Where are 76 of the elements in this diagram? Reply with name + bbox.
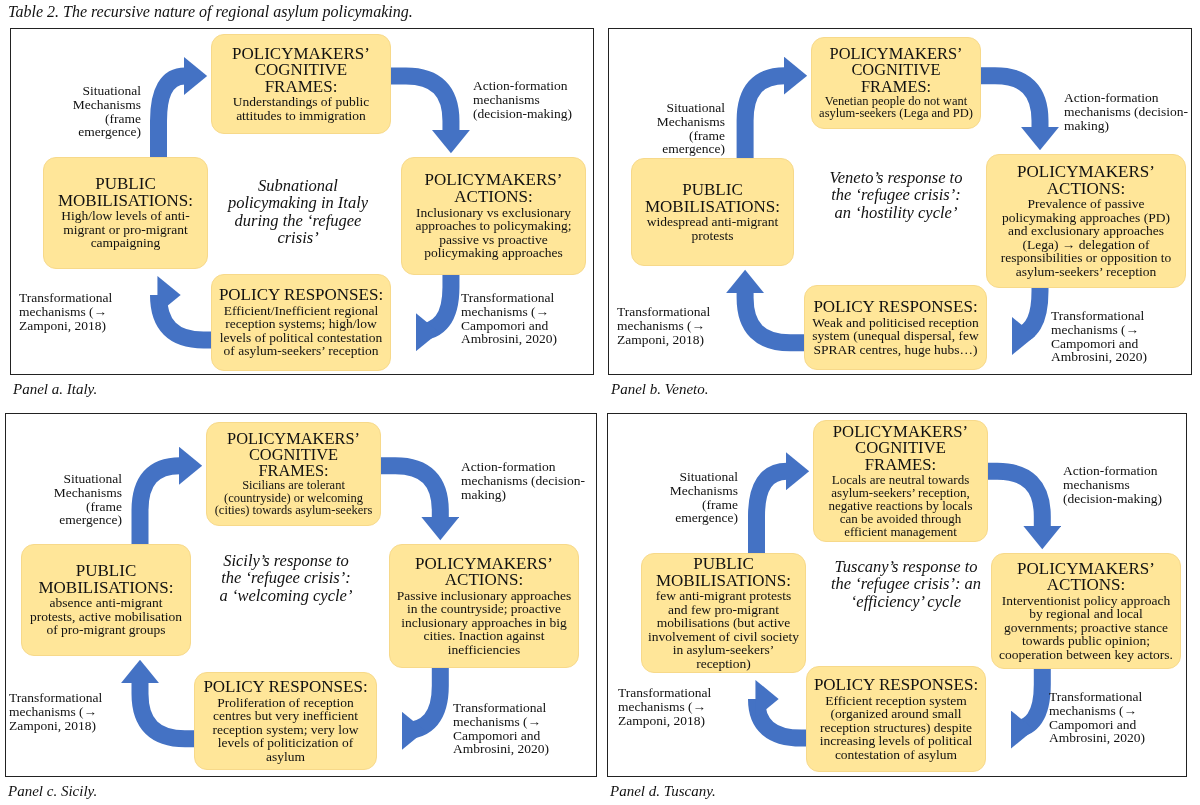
box-text: High/low levels of anti-migrant or pro-migrant campaigning [60, 209, 191, 250]
box-heading: POLICY RESPONSES: [202, 678, 369, 696]
edge-label: Transformational mechanisms (→ Campomori and Ambrosini, 2020) [1049, 690, 1146, 746]
edge-label: Action-formation mechanisms (decision-making) [461, 460, 587, 502]
edge-label: Transformational mechanisms (→ Campomori and Ambrosini, 2020) [1051, 309, 1148, 365]
box-heading: PUBLIC MOBILISATIONS: [654, 555, 793, 590]
box-text: Efficient/Inefficient regional reception systems; high/low levels of political contestation of asylum-seekers’ reception [218, 303, 384, 358]
box-heading: POLICYMAKERS’ COGNITIVE FRAMES: [828, 46, 964, 95]
edge-label: Transformational mechanisms (→ Zamponi, 2018) [617, 305, 712, 347]
cycle-label: Veneto’s response to the ‘refugee crisis’: an ‘hostility cycle’ [828, 169, 964, 221]
box-heading: POLICYMAKERS’ COGNITIVE FRAMES: [231, 45, 371, 96]
table-title: Table 2. The recursive nature of regional asylum policymaking. [8, 3, 413, 21]
box-heading: POLICYMAKERS’ ACTIONS: [414, 555, 554, 589]
box-text: Inclusionary vs exclusionary approaches to policymaking; passive vs proactive policymaking approaches [414, 205, 573, 260]
box-heading: POLICYMAKERS’ ACTIONS: [1016, 163, 1156, 198]
box-heading: PUBLIC MOBILISATIONS: [37, 563, 175, 597]
box-heading: POLICYMAKERS’ ACTIONS: [423, 172, 564, 206]
edge-label: Situational Mechanisms (frame emergence) [655, 101, 725, 157]
process-box [43, 157, 208, 269]
box-heading: PUBLIC MOBILISATIONS: [56, 176, 195, 210]
edge-label: Action-formation mechanisms (decision-making) [1064, 91, 1189, 133]
box-text: Weak and politicised reception system (unequal dispersal, few SPRAR centres, huge hubs…) [811, 315, 980, 357]
edge-label: Transformational mechanisms (→ Zamponi, 2018) [19, 291, 114, 333]
curved-arrow [150, 57, 208, 157]
box-heading: POLICYMAKERS’ COGNITIVE FRAMES: [226, 431, 361, 480]
box-heading: POLICYMAKERS’ COGNITIVE FRAMES: [831, 423, 970, 474]
edge-label: Transformational mechanisms (→ Campomori and Ambrosini, 2020) [461, 291, 558, 347]
process-box [991, 553, 1181, 669]
process-box [804, 285, 987, 370]
box-text: widespread anti-migrant protests [645, 215, 780, 243]
cycle-label: Sicily’s response to the ‘refugee crisis’: a ‘welcoming cycle’ [218, 552, 354, 604]
box-heading: POLICY RESPONSES: [812, 298, 979, 316]
edge-label: Situational Mechanisms (frame emergence) [668, 470, 738, 526]
panel-caption: Panel d. Tuscany. [610, 783, 716, 800]
box-text: few anti-migrant protests and few pro-migrant mobilisations (but active involvement of civil society in asylum-seekers’ reception) [647, 589, 800, 671]
process-box [21, 544, 191, 656]
edge-label: Action-formation mechanisms (decision-making) [1063, 464, 1163, 506]
box-text: Efficient reception system (organized around small reception structures) despite increasing levels of political contestation of asylum [818, 693, 974, 762]
curved-arrow [736, 56, 808, 158]
process-box [641, 553, 806, 673]
edge-label: Action-formation mechanisms (decision-making) [473, 79, 573, 121]
process-box [806, 666, 986, 772]
box-text: Passive inclusionary approaches in the countryside; proactive inclusionary approaches in big cities. Inaction against inefficiencies [395, 588, 573, 657]
edge-label: Transformational mechanisms (→ Zamponi, 2018) [9, 691, 104, 733]
process-box [631, 158, 794, 266]
process-box [194, 672, 377, 770]
panel-caption: Panel c. Sicily. [8, 783, 98, 800]
process-box [211, 274, 391, 371]
edge-label: Transformational mechanisms (→ Zamponi, 2018) [618, 686, 713, 728]
process-box [813, 420, 988, 542]
box-text: Proliferation of reception centres but very inefficient reception system; very low levels of politicization of asylum [211, 695, 360, 764]
box-text: Locals are neutral towards asylum-seekers’ reception, negative reactions by locals can be avoided through efficient management [827, 473, 974, 539]
process-box [206, 422, 381, 526]
process-box [811, 37, 981, 129]
box-text: absence anti-migrant protests, active mobilisation of pro-migrant groups [29, 596, 183, 637]
box-text: Interventionist policy approach by regional and local governments; proactive stance towards public opinion; cooperation between key actors. [998, 593, 1174, 662]
process-box [401, 157, 586, 275]
panel-caption: Panel a. Italy. [13, 381, 98, 398]
cycle-label: Subnational policymaking in Italy during the ‘refugee crisis’ [226, 177, 370, 247]
process-box [389, 544, 579, 668]
process-box [986, 154, 1186, 288]
box-heading: PUBLIC MOBILISATIONS: [643, 181, 782, 216]
process-box [211, 34, 391, 134]
edge-label: Transformational mechanisms (→ Campomori and Ambrosini, 2020) [453, 701, 550, 757]
curved-arrow [748, 452, 810, 553]
box-heading: POLICY RESPONSES: [217, 287, 385, 304]
edge-label: Situational Mechanisms (frame emergence) [52, 472, 122, 528]
edge-label: Situational Mechanisms (frame emergence) [71, 84, 141, 140]
box-text: Prevalence of passive policymaking approaches (PD) and exclusionary approaches (Lega) → delegation of responsibilities or opposition to asylum-seekers’ reception [999, 197, 1173, 279]
cycle-label: Tuscany’s response to the ‘refugee crisis’: an ‘efficiency’ cycle [829, 558, 983, 610]
box-heading: POLICY RESPONSES: [812, 676, 980, 694]
box-text: Venetian people do not want asylum-seekers (Lega and PD) [818, 94, 974, 120]
box-text: Understandings of public attitudes to immigration [231, 95, 371, 123]
box-heading: POLICYMAKERS’ ACTIONS: [1016, 560, 1156, 594]
box-text: Sicilians are tolerant (countryside) or welcoming (cities) towards asylum-seekers [213, 479, 374, 517]
panel-caption: Panel b. Veneto. [611, 381, 709, 398]
